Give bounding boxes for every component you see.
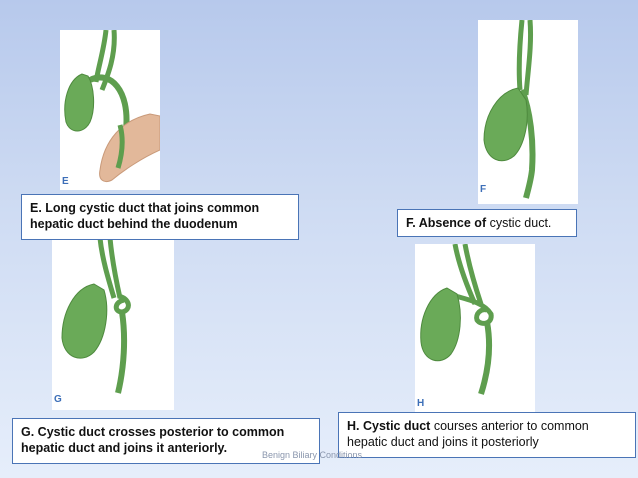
gallbladder-diagram-h	[420, 244, 494, 395]
illustration-g: G	[52, 238, 174, 410]
caption-g-bold: G. Cystic duct crosses posterior to comm…	[21, 425, 285, 455]
gallbladder-diagram-f	[483, 20, 536, 199]
illustration-e: E	[60, 30, 160, 190]
panel-label-h: H	[417, 398, 425, 409]
gallbladder-diagram-g	[61, 238, 131, 394]
gallbladder-diagram-e	[64, 30, 160, 183]
caption-h-text: courses anterior to common hepatic duct …	[347, 419, 589, 449]
illustration-f: F	[478, 20, 578, 204]
caption-h-bold: H. Cystic duct	[347, 419, 431, 433]
caption-f-text: cystic duct.	[486, 216, 552, 230]
caption-e: E. Long cystic duct that joins common he…	[21, 194, 299, 240]
caption-h: H. Cystic duct courses anterior to commo…	[338, 412, 636, 458]
caption-f: F. Absence of cystic duct.	[397, 209, 577, 237]
illustration-h: H	[415, 244, 535, 412]
footer-text: Benign Biliary Conditions	[262, 450, 363, 460]
panel-label-g: G	[54, 394, 62, 405]
caption-f-bold: F. Absence of	[406, 216, 487, 230]
panel-label-f: F	[480, 184, 487, 195]
caption-g: G. Cystic duct crosses posterior to comm…	[12, 418, 320, 464]
panel-label-e: E	[62, 176, 69, 187]
caption-e-bold: E. Long cystic duct that joins common he…	[30, 201, 260, 231]
